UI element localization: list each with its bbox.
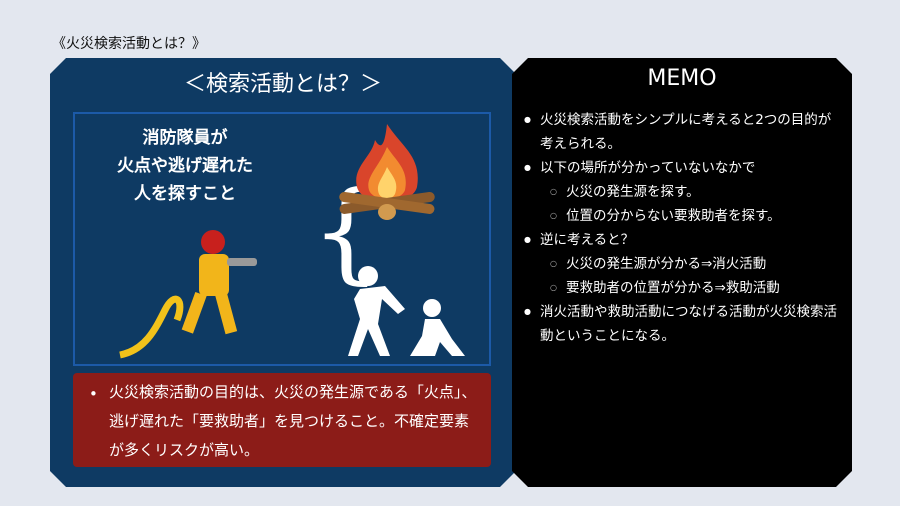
bullet-icon: • — [89, 385, 98, 403]
lead-line: 消防隊員が — [142, 128, 228, 148]
summary-box: • 火災検索活動の目的は、火災の発生源である「火点」、逃げ遅れた「要救助者」を見… — [73, 373, 491, 467]
rescue-icon — [340, 264, 470, 359]
summary-text: 火災検索活動の目的は、火災の発生源である「火点」、逃げ遅れた「要救助者」を見つけ… — [109, 383, 477, 459]
memo-subitem: 位置の分からない要救助者を探す。 — [520, 204, 842, 228]
memo-list: 火災検索活動をシンプルに考えると2つの目的が考えられる。 以下の場所が分かってい… — [520, 108, 842, 348]
firefighter-icon — [115, 220, 265, 360]
memo-item: 火災検索活動をシンプルに考えると2つの目的が考えられる。 — [520, 108, 842, 156]
lead-line: 人を探すこと — [134, 184, 236, 204]
memo-panel: MEMO 火災検索活動をシンプルに考えると2つの目的が考えられる。 以下の場所が… — [512, 58, 852, 487]
illustration-box: 消防隊員が 火点や逃げ遅れた 人を探すこと { — [73, 112, 491, 366]
search-activity-panel: ＜検索活動とは？＞ 消防隊員が 火点や逃げ遅れた 人を探すこと { • 火災検索… — [50, 58, 516, 487]
memo-item: 逆に考えると？ — [520, 228, 842, 252]
memo-item: 以下の場所が分かっていないなかで — [520, 156, 842, 180]
lead-line: 火点や逃げ遅れた — [117, 156, 253, 176]
page-heading: 《火災検索活動とは？》 — [52, 36, 206, 52]
memo-subitem: 要救助者の位置が分かる⇒救助活動 — [520, 276, 842, 300]
memo-subitem: 火災の発生源が分かる⇒消火活動 — [520, 252, 842, 276]
memo-item: 消火活動や救助活動につなげる活動が火災検索活動ということになる。 — [520, 300, 842, 348]
lead-text: 消防隊員が 火点や逃げ遅れた 人を探すこと — [95, 124, 275, 208]
memo-subitem: 火災の発生源を探す。 — [520, 180, 842, 204]
panel-title: ＜検索活動とは？＞ — [183, 72, 382, 97]
campfire-icon — [337, 122, 437, 222]
memo-title: MEMO — [647, 66, 717, 91]
